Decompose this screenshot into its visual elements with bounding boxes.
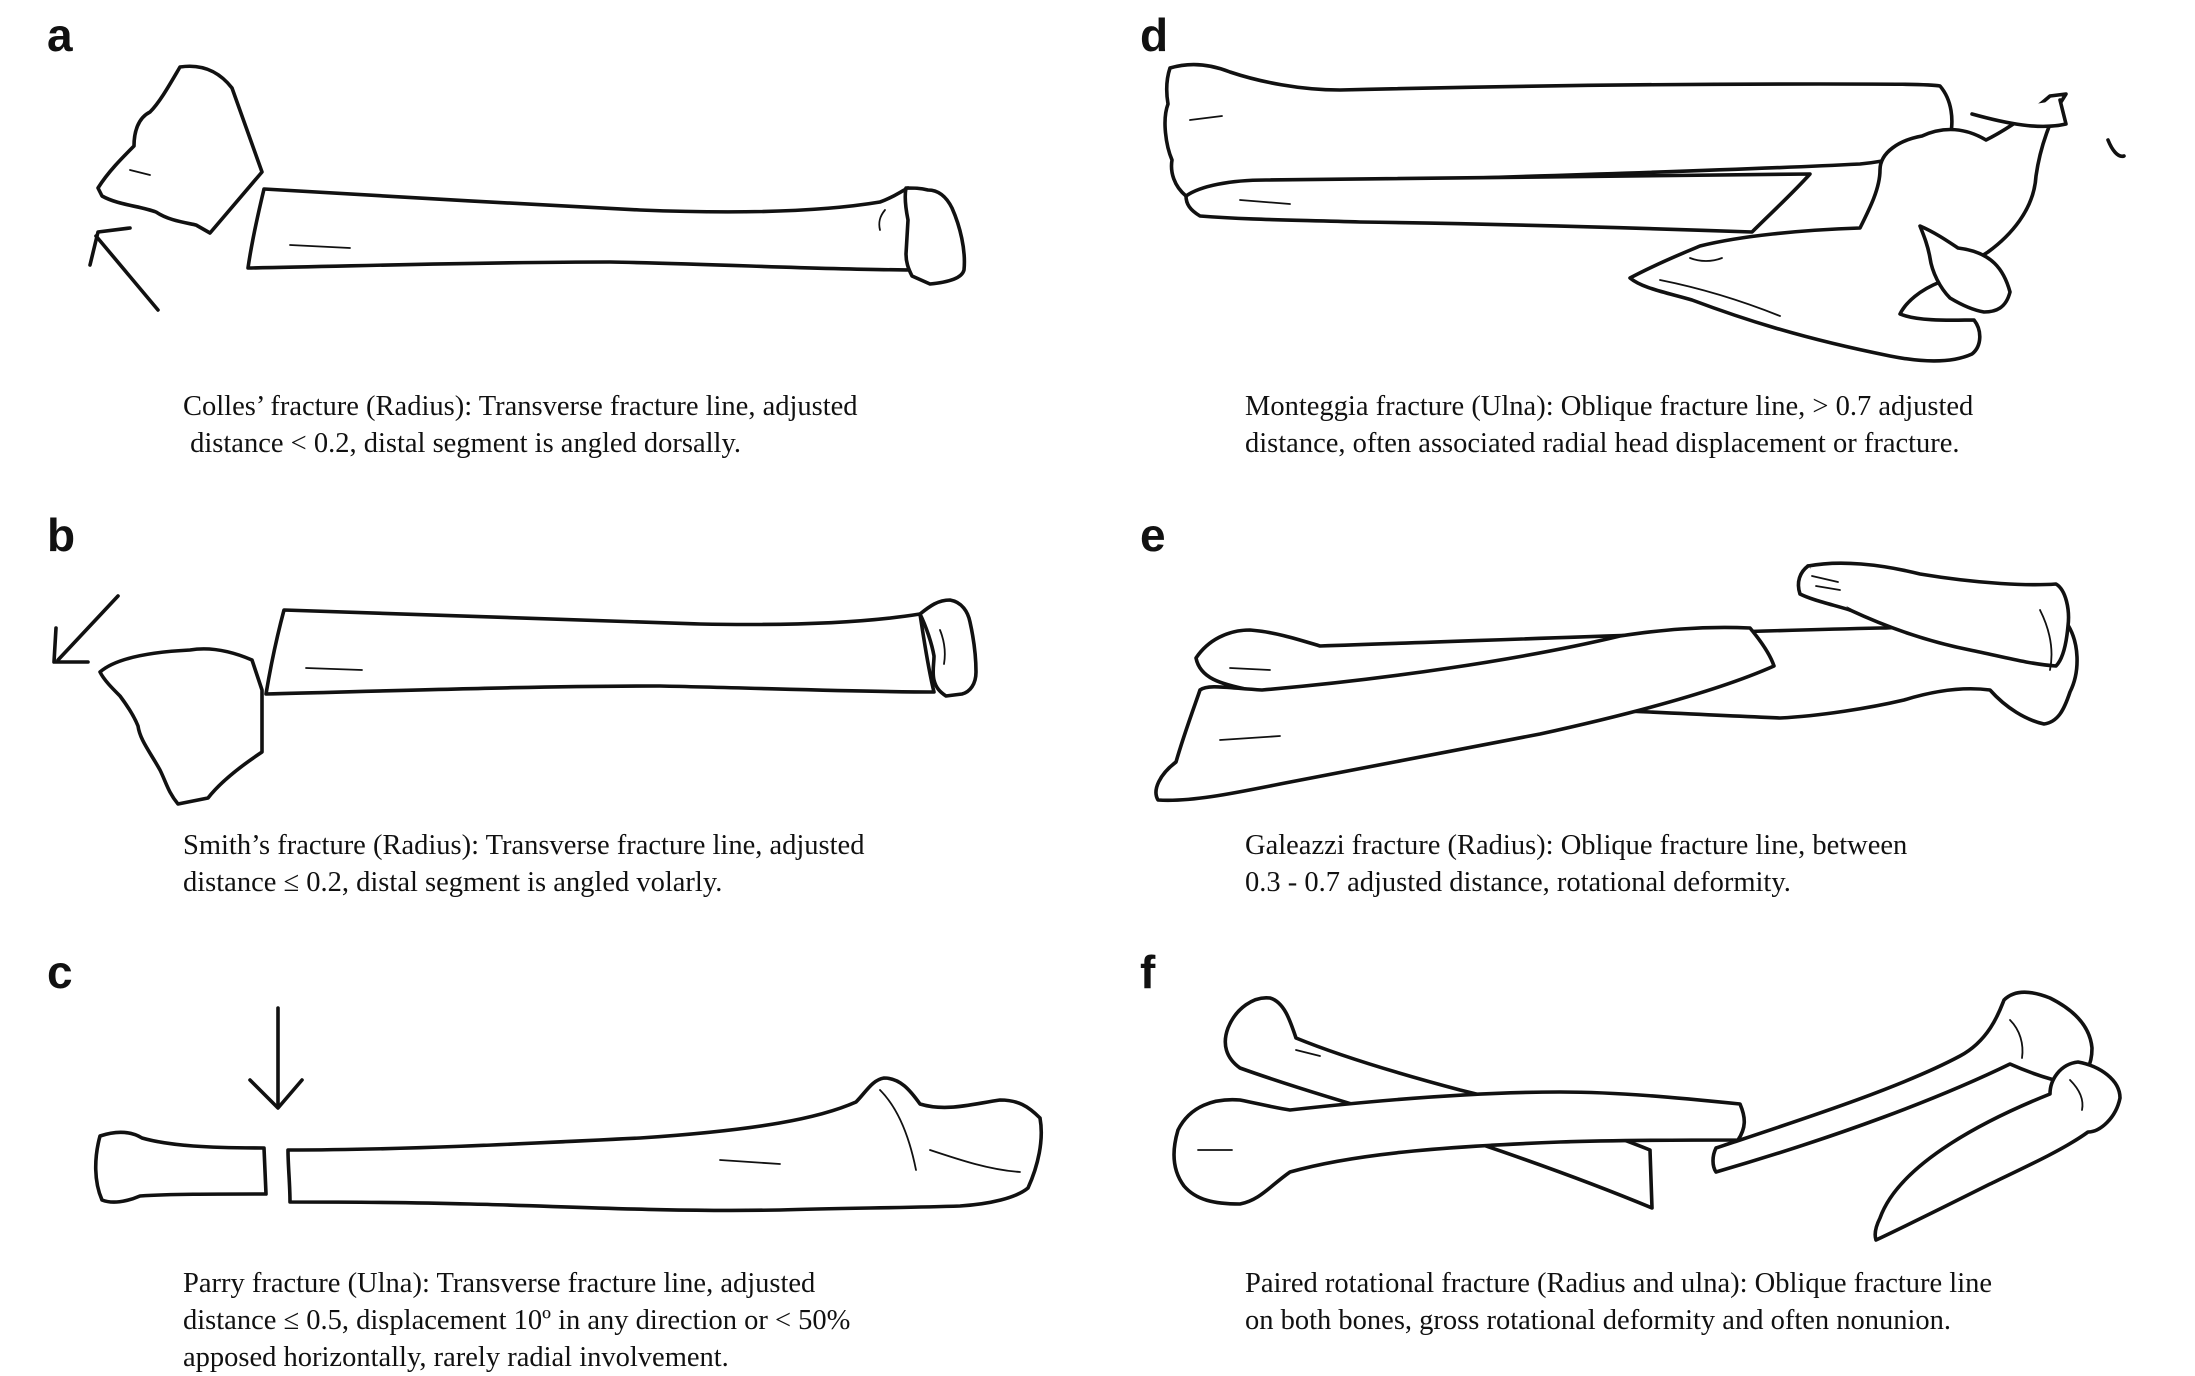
shading-a-2 [878,209,886,231]
radius-right-f [1711,990,2094,1174]
panel-letter-c: c [47,946,73,998]
ulna-right-f [1873,1060,2122,1242]
caption-f-line-1: Paired rotational fracture (Radius and u… [1245,1268,1993,1299]
caption-a-line-2: distance < 0.2, distal segment is angled… [183,428,741,459]
ulna-proximal-c [286,1076,1044,1213]
arrow-c-head [248,1078,304,1110]
distal-fragment-b [98,647,264,806]
radius-shaft-a [246,186,922,272]
shading-e-3 [1229,667,1271,671]
distal-fragment-a [96,64,264,235]
radius-left-f [1172,1090,1747,1206]
panel-letter-d: d [1140,9,1169,61]
shading-a-1 [289,244,351,249]
panel-letter-e: e [1140,509,1166,561]
caption-a-line-1: Colles’ fracture (Radius): Transverse fr… [183,391,858,422]
illustration-paired-rotational-fracture [1172,990,2122,1242]
illustration-galeazzi-fracture [1154,561,2079,803]
radius-head-b [918,598,978,698]
caption-c-line-1: Parry fracture (Ulna): Transverse fractu… [183,1268,816,1299]
shading-f-3 [2009,1019,2024,1059]
caption-f-line-2: on both bones, gross rotational deformit… [1245,1305,1952,1336]
caption-b-line-2: distance ≤ 0.2, distal segment is angled… [183,867,723,898]
caption-a: Colles’ fracture (Radius): Transverse fr… [183,388,858,462]
radius-proximal-e [1806,561,2071,668]
caption-f: Paired rotational fracture (Radius and u… [1245,1265,1992,1339]
shading-e-2 [1219,735,1281,741]
shading-b-2 [939,629,946,665]
radius-d [1163,62,1954,200]
humerus-d [1970,98,2068,129]
shading-c-2 [929,1149,1021,1173]
caption-c: Parry fracture (Ulna): Transverse fractu… [183,1265,850,1376]
panel-letter-f: f [1140,946,1156,998]
arrow-a-head [88,226,132,267]
caption-c-line-2: distance ≤ 0.5, displacement 10º in any … [183,1305,851,1336]
humerus-d-2 [2106,138,2126,159]
caption-e-line-1: Galeazzi fracture (Radius): Oblique frac… [1245,830,1908,861]
caption-b: Smith’s fracture (Radius): Transverse fr… [183,827,864,901]
caption-d-line-2: distance, often associated radial head d… [1245,428,1960,459]
shading-e-1 [1811,575,1841,591]
shading-c-1 [879,1089,917,1171]
shading-a-3 [129,169,151,176]
shading-f-1 [1295,1049,1321,1057]
shading-e-4 [2039,609,2053,671]
shading-d-4 [1689,257,1723,262]
illustration-smiths-fracture [52,594,978,806]
radial-head-d [1918,224,2012,314]
caption-d-line-1: Monteggia fracture (Ulna): Oblique fract… [1245,391,1974,422]
caption-d: Monteggia fracture (Ulna): Oblique fract… [1245,388,1973,462]
shading-d-2 [1239,199,1291,205]
caption-b-line-1: Smith’s fracture (Radius): Transverse fr… [183,830,865,861]
ulna-distal-d [1184,172,1812,234]
caption-e: Galeazzi fracture (Radius): Oblique frac… [1245,827,1907,901]
illustration-colles-fracture [88,64,967,312]
radius-head-a [903,186,967,286]
arrow-a-shaft [94,234,160,312]
radius-shaft-b [264,608,936,696]
shading-d-3 [1659,279,1781,317]
ulna-proximal-d [1628,92,2068,363]
shading-b-1 [305,667,363,671]
arrow-b-shaft [56,594,120,662]
shading-d-1 [1189,115,1223,121]
illustration-monteggia-fracture [1163,62,2126,363]
panel-letter-a: a [47,9,73,61]
panel-letter-b: b [47,509,76,561]
radius-distal-e [1154,625,1776,803]
ulna-distal-c [93,1130,268,1204]
caption-e-line-2: 0.3 - 0.7 adjusted distance, rotational … [1245,867,1791,898]
shading-f-4 [2069,1079,2084,1111]
shading-c-3 [719,1159,781,1165]
arrow-b-head [52,626,90,664]
illustration-parry-fracture [93,1006,1044,1213]
